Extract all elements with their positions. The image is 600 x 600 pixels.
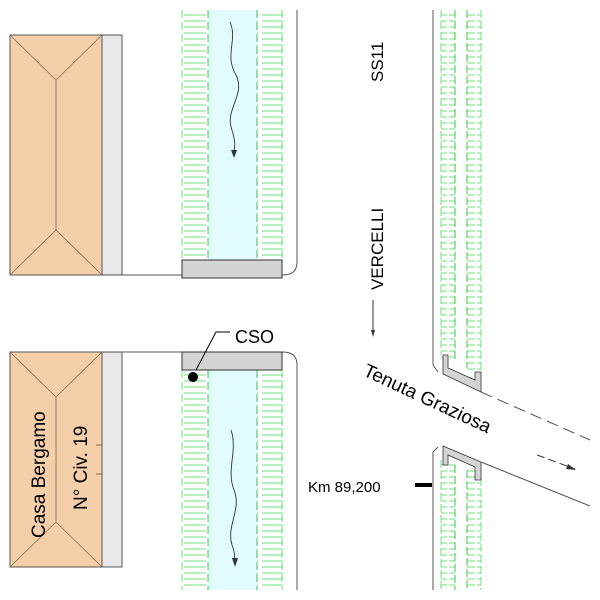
side-road-arrow-icon	[566, 464, 576, 470]
cso-label: CSO	[235, 327, 274, 347]
culvert-head-upper	[442, 354, 482, 393]
building-name-label: Casa Bergamo	[29, 411, 50, 538]
direction-label: VERCELLI	[368, 208, 387, 290]
culvert-slab-bottom	[181, 351, 283, 371]
civic-number-label: N° Civ. 19	[71, 426, 92, 510]
building-casa-bergamo	[9, 351, 123, 568]
canal-right	[432, 10, 482, 590]
road-name-label: SS11	[368, 42, 387, 82]
cso-leader-line	[195, 331, 230, 371]
flow-arrow-icon	[229, 21, 240, 156]
canal-top	[181, 10, 283, 279]
road-edge-bottom	[122, 351, 298, 590]
flow-arrow-icon	[230, 429, 237, 564]
km-marker-tick	[415, 483, 432, 487]
building-top	[9, 34, 123, 276]
canal-bottom	[181, 331, 283, 590]
side-road-edge-upper	[480, 391, 591, 441]
culvert-slab-top	[181, 259, 283, 279]
road-edge-top	[122, 10, 298, 276]
culvert-head-lower	[442, 445, 482, 481]
side-road-edge-lower	[480, 461, 591, 507]
side-road-label: Tenuta Graziosa	[360, 360, 495, 438]
kilometer-label: Km 89,200	[308, 479, 381, 496]
cso-point-icon	[188, 372, 198, 382]
